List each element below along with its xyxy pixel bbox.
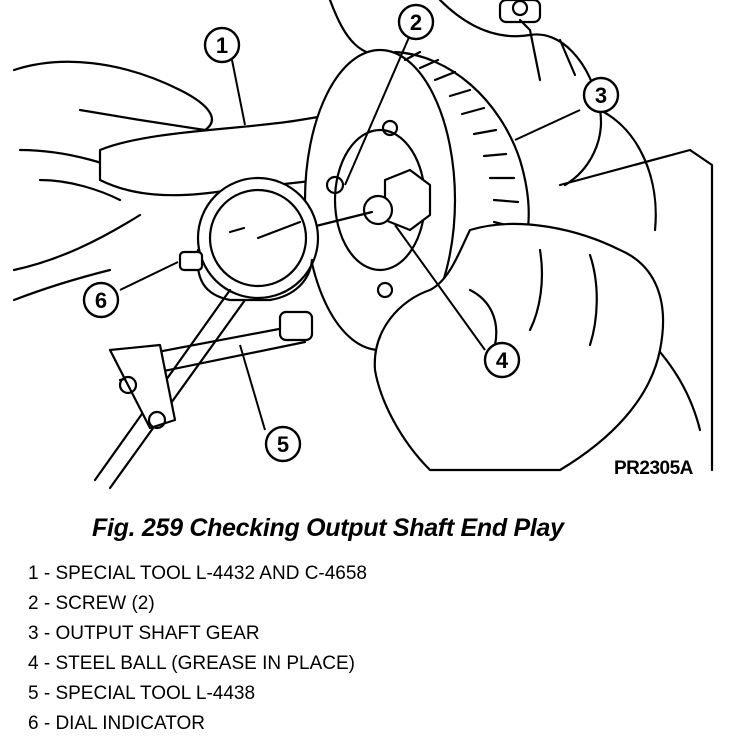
callout-3-circle — [582, 76, 620, 114]
bolt-head — [498, 0, 542, 24]
legend-item: 3 - OUTPUT SHAFT GEAR — [28, 623, 260, 644]
left-hand — [12, 60, 213, 272]
tool-bar — [93, 288, 247, 490]
callout-6-label: 6 — [95, 288, 107, 313]
steel-ball — [362, 194, 394, 226]
figure-caption: Fig. 259 Checking Output Shaft End Play — [92, 514, 564, 542]
tool-plate — [98, 113, 332, 197]
callout-5-circle — [264, 425, 302, 463]
legend-list: 1 - SPECIAL TOOL L-4432 AND C-4658 2 - S… — [28, 559, 367, 739]
callout-2-circle — [397, 3, 435, 41]
callout-2-label: 2 — [410, 10, 422, 35]
callout-4-circle — [483, 341, 521, 379]
legend-item: 5 - SPECIAL TOOL L-4438 — [28, 683, 256, 704]
legend-item: 1 - SPECIAL TOOL L-4432 AND C-4658 — [28, 563, 368, 584]
callout-4-label: 4 — [496, 348, 509, 373]
callout-1-circle — [203, 26, 241, 64]
right-hand — [373, 222, 665, 472]
dial-stem — [178, 250, 204, 272]
legend-item: 2 - SCREW (2) — [28, 593, 155, 614]
callout-3-label: 3 — [595, 83, 607, 108]
legend-item: 6 - DIAL INDICATOR — [28, 713, 206, 734]
shaft-nut — [383, 168, 432, 232]
drawing-id: PR2305A — [614, 458, 693, 479]
callout-1-label: 1 — [216, 33, 228, 58]
technical-illustration: 1 2 3 4 5 6 — [12, 0, 714, 490]
clamp-body — [108, 343, 177, 430]
legend-item: 4 - STEEL BALL (GREASE IN PLACE) — [28, 653, 355, 674]
callout-6-circle — [82, 281, 120, 319]
callout-5-label: 5 — [277, 432, 289, 457]
